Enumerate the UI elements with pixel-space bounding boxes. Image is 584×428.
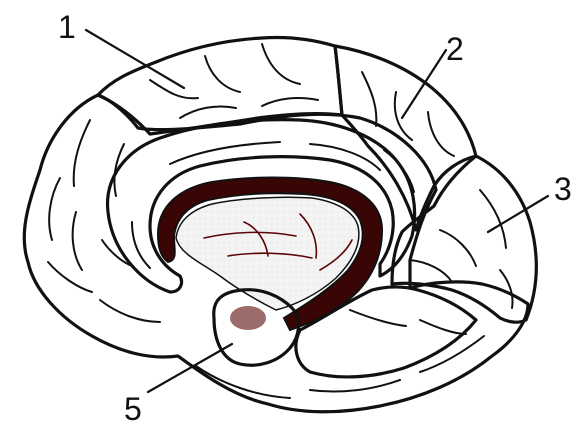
label-2: 2 [446,31,464,67]
label-1: 1 [58,9,76,45]
label-5: 5 [124,391,142,427]
leader-line-2 [402,50,446,118]
leader-line-1 [86,30,184,88]
label-3: 3 [554,171,572,207]
region-5-highlight [230,306,266,330]
